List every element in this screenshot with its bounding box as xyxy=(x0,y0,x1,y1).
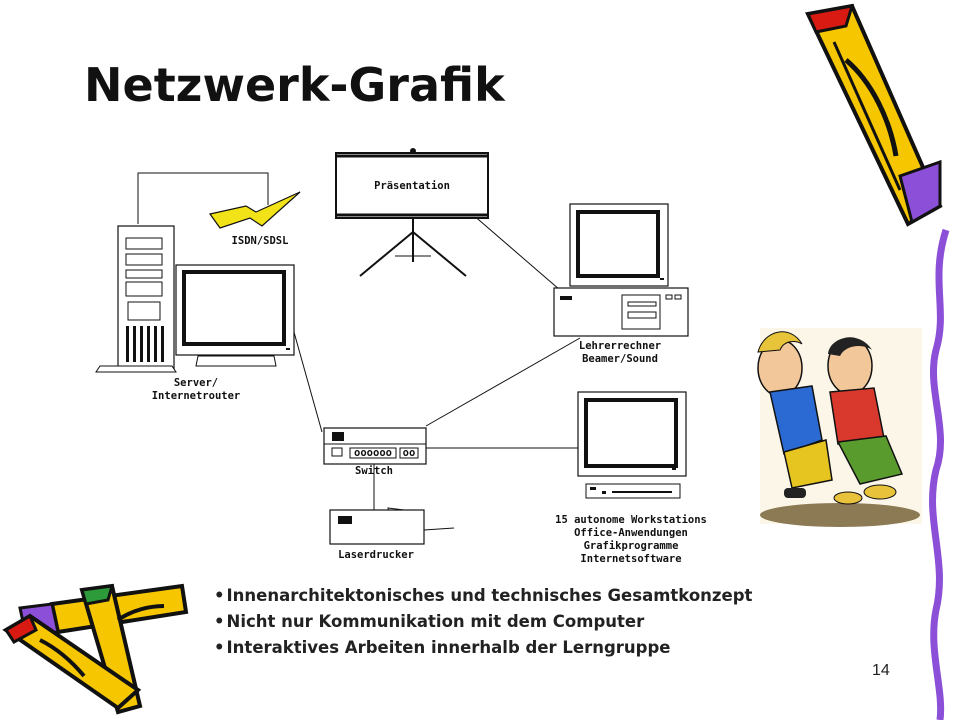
page-number: 14 xyxy=(872,662,890,679)
slide-title: Netzwerk-Grafik xyxy=(84,58,505,112)
bullet-list: Innenarchitektonisches und technisches G… xyxy=(214,583,753,661)
connection-lines xyxy=(137,172,581,510)
printer-node: Laserdrucker xyxy=(329,507,455,561)
server-isdn-line xyxy=(137,172,269,224)
switch-ports: oooooo xyxy=(354,447,392,459)
presentation-label: Präsentation xyxy=(374,180,450,192)
teacher-label-line2: Beamer/Sound xyxy=(582,353,658,365)
workstations-node: 15 autonome Workstations Office-Anwendun… xyxy=(555,391,707,565)
server-node: Server/ Internetrouter xyxy=(95,225,295,402)
workstations-label-line4: Internetsoftware xyxy=(580,553,681,565)
cartoon-boys-image xyxy=(757,328,922,527)
bullet-item: Interaktives Arbeiten innerhalb der Lern… xyxy=(214,635,752,661)
server-label-line1: Server/ xyxy=(174,377,218,389)
teacher-switch-line xyxy=(425,337,581,427)
teacher-label-line1: Lehrerrechner xyxy=(579,340,661,352)
pencil-clipart-bottom-left xyxy=(2,583,189,715)
workstations-label-line1: 15 autonome Workstations xyxy=(555,514,707,526)
switch-label: Switch xyxy=(355,465,393,477)
pencil-clipart-top-right xyxy=(805,3,943,227)
teacher-node: Lehrerrechner Beamer/Sound xyxy=(553,203,689,365)
switch-node: oooooo oo Switch xyxy=(323,427,427,477)
workstations-label-line3: Grafikprogramme xyxy=(584,540,679,552)
teacher-presentation-line xyxy=(471,213,561,291)
isdn-link: ISDN/SDSL xyxy=(208,191,301,247)
presentation-screen: Präsentation xyxy=(335,148,489,277)
switch-ports-2: oo xyxy=(403,447,416,459)
server-switch-line xyxy=(291,324,323,433)
lightning-icon xyxy=(208,191,301,229)
bullet-item: Innenarchitektonisches und technisches G… xyxy=(214,583,753,609)
bullet-item: Nicht nur Kommunikation mit dem Computer xyxy=(214,609,752,635)
printer-label: Laserdrucker xyxy=(338,549,414,561)
workstations-label-line2: Office-Anwendungen xyxy=(574,527,688,539)
server-label-line2: Internetrouter xyxy=(152,390,241,402)
decorative-squiggle xyxy=(929,228,950,720)
isdn-label: ISDN/SDSL xyxy=(232,235,289,247)
printer-icon xyxy=(329,509,425,545)
